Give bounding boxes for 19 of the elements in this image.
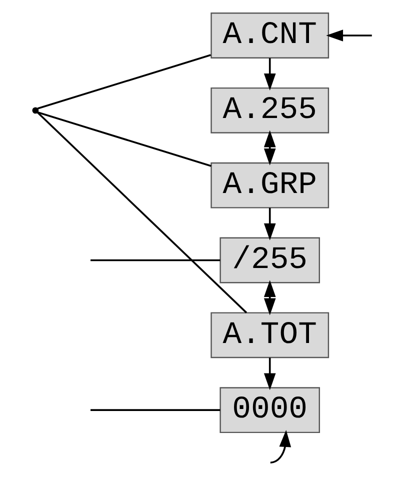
node-box: A.255 — [210, 87, 330, 134]
arrow — [326, 30, 372, 42]
connector — [90, 409, 220, 411]
arrow — [264, 130, 276, 166]
connector — [36, 112, 248, 314]
node-box: 0000 — [220, 387, 320, 434]
node-box: A.CNT — [210, 12, 330, 58]
connector — [90, 259, 220, 262]
connector — [37, 54, 211, 110]
node-box: /255 — [220, 237, 320, 284]
arrow — [264, 208, 276, 240]
arrow — [270, 430, 292, 464]
node-box: A.GRP — [210, 162, 330, 208]
node-point — [32, 107, 39, 114]
arrow — [264, 358, 276, 390]
connector — [37, 111, 212, 167]
arrow — [264, 280, 276, 316]
arrow — [264, 58, 276, 90]
node-box: A.TOT — [210, 312, 330, 358]
